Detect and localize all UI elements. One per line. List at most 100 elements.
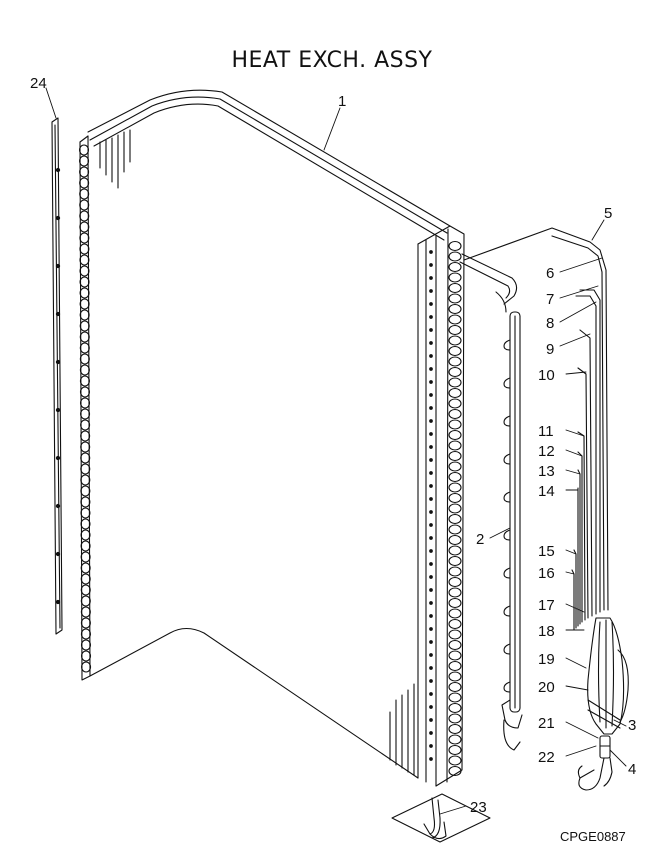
- tube-hole-icon: [429, 484, 433, 488]
- screw-hole-icon: [55, 263, 61, 269]
- tube-hole-icon: [429, 263, 433, 267]
- branch-stub-icon: [503, 605, 511, 617]
- tube-hole-icon: [429, 497, 433, 501]
- return-bend-icon: [448, 639, 462, 651]
- callout-12: 12: [538, 443, 555, 460]
- return-bend-icon: [79, 287, 90, 299]
- return-bend-icon: [80, 551, 91, 563]
- return-bend-icon: [448, 555, 462, 567]
- return-bend-icon: [79, 177, 90, 189]
- tube-hole-icon: [429, 549, 433, 553]
- tube-hole-icon: [429, 718, 433, 722]
- callout-14: 14: [538, 483, 555, 500]
- callout-5: 5: [604, 205, 612, 222]
- distributor-part: [587, 617, 629, 735]
- branch-stub-icon: [503, 491, 511, 503]
- diagram-title: HEAT EXCH. ASSY: [231, 48, 433, 73]
- tube-hole-icon: [429, 367, 433, 371]
- return-bend-icon: [80, 474, 91, 486]
- tube-hole-icon: [429, 289, 433, 293]
- screw-hole-icon: [55, 599, 61, 605]
- return-bend-icon: [448, 629, 462, 640]
- screw-hole-icon: [55, 215, 61, 221]
- tube-hole-icon: [429, 523, 433, 527]
- screw-hole-icon: [55, 359, 61, 365]
- screw-hole-icon: [55, 455, 61, 461]
- return-bend-icon: [80, 452, 91, 464]
- return-bend-icon: [81, 661, 92, 673]
- return-bend-icon: [448, 650, 462, 661]
- capillary-tubes-part: [463, 227, 609, 631]
- return-bend-icon: [448, 471, 462, 483]
- tube-hole-icon: [429, 627, 433, 631]
- return-bend-icon: [80, 573, 91, 585]
- callout-8: 8: [546, 315, 554, 332]
- return-bend-icon: [80, 595, 91, 607]
- return-bend-icon: [79, 298, 90, 310]
- return-bend-icon: [78, 155, 90, 167]
- return-bend-icon: [448, 755, 462, 766]
- return-bend-icon: [448, 660, 462, 672]
- return-bend-icon: [80, 650, 92, 662]
- drawing-code: CPGE0887: [560, 829, 626, 844]
- tube-hole-icon: [429, 328, 433, 332]
- screw-hole-icon: [55, 503, 61, 509]
- callout-labels: 24 1 5 6 7 8 9 10 11 12 13 14 2 15 16 17…: [30, 75, 636, 816]
- return-bend-icon: [448, 576, 462, 588]
- return-bend-icon: [79, 265, 90, 277]
- return-bend-icon: [79, 210, 90, 222]
- return-bend-icon: [448, 293, 462, 304]
- tube-hole-icon: [429, 354, 433, 358]
- callout-23: 23: [470, 799, 487, 816]
- return-bend-icon: [448, 734, 462, 745]
- callout-20: 20: [538, 679, 555, 696]
- tube-hole-icon: [429, 692, 433, 696]
- tube-hole-icon: [429, 640, 433, 644]
- return-bend-icon: [448, 356, 462, 367]
- return-bend-icon: [79, 276, 90, 288]
- return-bend-icon: [448, 240, 462, 252]
- return-bend-icon: [79, 375, 90, 387]
- return-bend-icon: [448, 671, 462, 682]
- return-bend-icon: [448, 681, 462, 693]
- callout-18: 18: [538, 623, 555, 640]
- callout-10: 10: [538, 367, 555, 384]
- return-bend-icon: [79, 386, 91, 398]
- callout-13: 13: [538, 463, 555, 480]
- return-bend-icon: [79, 309, 90, 321]
- return-bend-icon: [448, 461, 462, 472]
- tube-hole-icon: [429, 393, 433, 397]
- callout-7: 7: [546, 291, 554, 308]
- tube-hole-icon: [429, 315, 433, 319]
- return-bend-icon: [79, 320, 90, 332]
- tube-hole-icon: [429, 614, 433, 618]
- return-bend-icon: [79, 166, 90, 178]
- return-bend-icon: [448, 503, 462, 514]
- return-bend-icon: [448, 429, 462, 441]
- return-bend-icon: [79, 342, 90, 354]
- screw-hole-icon: [55, 167, 61, 173]
- tube-hole-icon: [429, 406, 433, 410]
- return-bend-icon: [448, 492, 462, 504]
- return-bend-icon: [80, 540, 91, 552]
- return-bend-icon: [448, 713, 462, 724]
- tube-hole-icon: [429, 250, 433, 254]
- return-bend-icon: [79, 254, 90, 266]
- screw-hole-icon: [55, 311, 61, 317]
- return-bend-icon: [79, 188, 90, 200]
- callout-21: 21: [538, 715, 555, 732]
- return-bend-icon: [80, 463, 91, 475]
- tube-hole-icon: [429, 562, 433, 566]
- return-bend-icon: [80, 606, 91, 618]
- callout-24: 24: [30, 75, 47, 92]
- tube-hole-icon: [429, 575, 433, 579]
- return-bend-icon: [79, 331, 90, 343]
- return-bend-icon: [80, 584, 91, 596]
- return-bend-icon: [448, 366, 462, 378]
- return-bend-icon: [80, 485, 91, 497]
- coil-left-return-bends: [78, 144, 92, 673]
- return-bend-icon: [448, 303, 462, 315]
- tube-hole-icon: [429, 471, 433, 475]
- callout-15: 15: [538, 543, 555, 560]
- branch-stub-icon: [503, 681, 511, 693]
